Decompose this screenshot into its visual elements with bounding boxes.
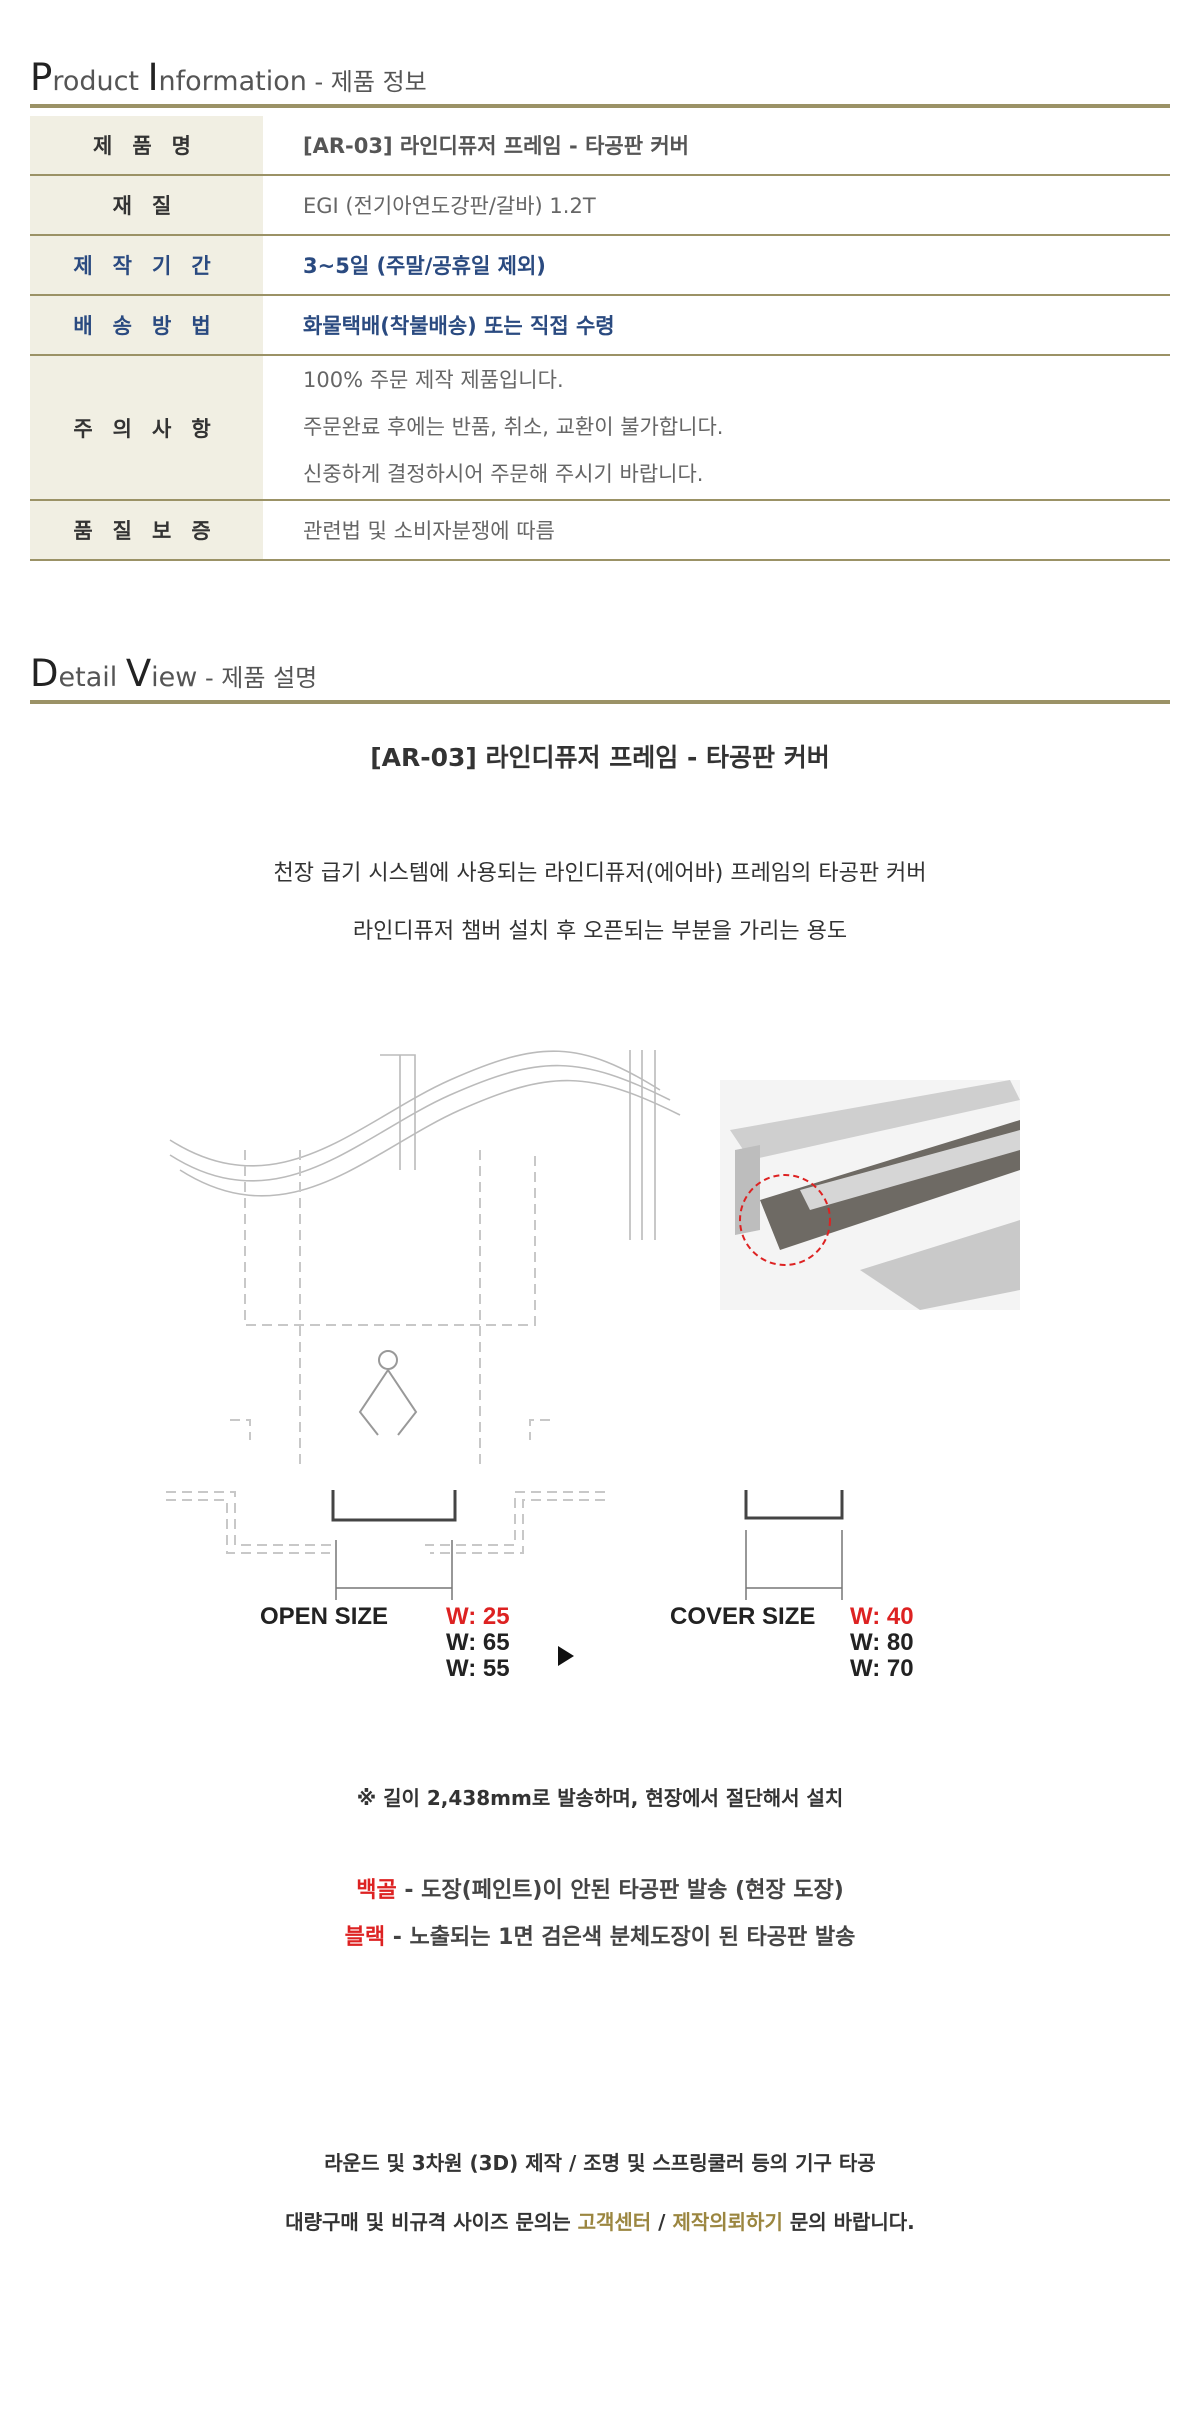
open-size-value: W: 25: [446, 1603, 510, 1630]
open-size-dimension: [335, 1540, 453, 1600]
production-request-link[interactable]: 제작의뢰하기: [672, 2210, 783, 2234]
row-label: 재질: [30, 175, 263, 236]
open-size-value: W: 65: [446, 1629, 510, 1656]
delivery-method-value: 화물택배(착불배송) 또는 직접 수령: [263, 295, 1170, 356]
caution-line: 신중하게 결정하시어 주문해 주시기 바랍니다.: [303, 462, 704, 486]
table-row: 제작기간 3~5일 (주말/공휴일 제외): [30, 235, 1170, 296]
product-photo: [720, 1080, 1020, 1310]
caution-line: 주문완료 후에는 반품, 취소, 교환이 불가합니다.: [303, 415, 724, 439]
row-label: 제품명: [30, 116, 263, 176]
cover-size-dimension: [745, 1530, 843, 1600]
detail-view-title: Detail View - 제품 설명: [30, 652, 318, 695]
arrow-right-icon: [558, 1646, 574, 1666]
production-period-value: 3~5일 (주말/공휴일 제외): [263, 235, 1170, 296]
product-name-value: [AR-03] 라인디퓨저 프레임 - 타공판 커버: [263, 116, 1170, 176]
caution-line: 100% 주문 제작 제품입니다.: [303, 368, 564, 392]
table-row: 주의사항 100% 주문 제작 제품입니다. 주문완료 후에는 반품, 취소, …: [30, 355, 1170, 501]
cover-size-value: W: 70: [850, 1655, 914, 1680]
custom-order-note: 라운드 및 3차원 (3D) 제작 / 조명 및 스프링쿨러 등의 기구 타공: [324, 2151, 876, 2175]
table-row: 재질 EGI (전기아연도강판/갈바) 1.2T: [30, 175, 1170, 236]
product-heading: [AR-03] 라인디퓨저 프레임 - 타공판 커버: [370, 743, 830, 772]
option-name: 블랙: [344, 1925, 386, 1950]
section-divider: [30, 104, 1170, 108]
table-row: 품질보증 관련법 및 소비자분쟁에 따름: [30, 500, 1170, 561]
cover-channel: [744, 1490, 844, 1520]
cover-size-value: W: 80: [850, 1629, 914, 1656]
option-desc: - 도장(페인트)이 안된 타공판 발송 (현장 도장): [396, 1878, 844, 1903]
section-divider: [30, 700, 1170, 704]
product-info-table: 제품명 [AR-03] 라인디퓨저 프레임 - 타공판 커버 재질 EGI (전…: [30, 116, 1170, 561]
option-name: 백골: [356, 1878, 397, 1903]
option-line: 백골 - 도장(페인트)이 안된 타공판 발송 (현장 도장): [0, 1872, 1200, 1904]
table-row: 배송방법 화물택배(착불배송) 또는 직접 수령: [30, 295, 1170, 356]
product-info-title: Product Information - 제품 정보: [30, 56, 427, 99]
open-channel: [331, 1490, 457, 1522]
shipping-note: ※ 길이 2,438mm로 발송하며, 현장에서 절단해서 설치: [356, 1786, 844, 1810]
description-line: 라인디퓨저 챔버 설치 후 오픈되는 부분을 가리는 용도: [352, 919, 848, 944]
installation-diagram: OPEN SIZE W: 25 W: 65 W: 55 COVER SIZE W…: [160, 1050, 1020, 1680]
description-line: 천장 급기 시스템에 사용되는 라인디퓨저(에어바) 프레임의 타공판 커버: [273, 861, 927, 886]
table-row: 제품명 [AR-03] 라인디퓨저 프레임 - 타공판 커버: [30, 116, 1170, 176]
hanger-icon: [358, 1350, 418, 1436]
caution-value: 100% 주문 제작 제품입니다. 주문완료 후에는 반품, 취소, 교환이 불…: [263, 355, 1170, 501]
row-label: 품질보증: [30, 500, 263, 561]
cover-size-label: COVER SIZE: [670, 1603, 815, 1630]
material-value: EGI (전기아연도강판/갈바) 1.2T: [263, 175, 1170, 236]
cover-size-value: W: 40: [850, 1603, 914, 1630]
option-desc: - 노출되는 1면 검은색 분체도장이 된 타공판 발송: [385, 1925, 856, 1950]
row-label: 배송방법: [30, 295, 263, 356]
row-label: 주의사항: [30, 355, 263, 501]
open-size-value: W: 55: [446, 1655, 510, 1680]
option-line: 블랙 - 노출되는 1면 검은색 분체도장이 된 타공판 발송: [0, 1919, 1200, 1951]
customer-center-link[interactable]: 고객센터: [577, 2210, 652, 2234]
highlight-circle: [739, 1174, 831, 1266]
inquiry-note: 대량구매 및 비규격 사이즈 문의는 고객센터 / 제작의뢰하기 문의 바랍니다…: [285, 2210, 915, 2234]
row-label: 제작기간: [30, 235, 263, 296]
ceiling-line-art: [169, 1050, 681, 1240]
warranty-value: 관련법 및 소비자분쟁에 따름: [263, 500, 1170, 561]
open-size-label: OPEN SIZE: [260, 1603, 388, 1630]
chamber-outline: [160, 1150, 605, 1554]
